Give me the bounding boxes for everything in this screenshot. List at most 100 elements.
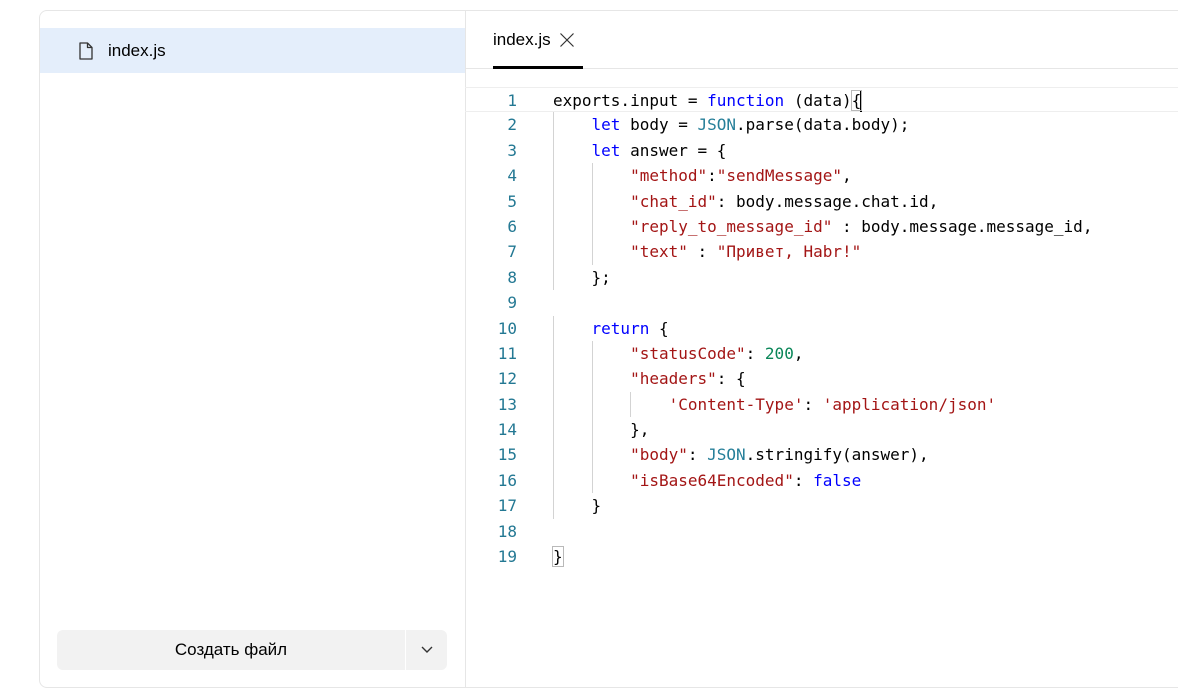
indent-guide — [553, 137, 554, 164]
code-token: "body" — [630, 445, 688, 465]
line-content: "reply_to_message_id" : body.message.mes… — [553, 214, 1092, 239]
code-line[interactable]: 17 } — [465, 493, 1178, 519]
code-token: function — [707, 91, 785, 110]
code-token: return — [591, 318, 650, 338]
code-token: }; — [553, 267, 611, 287]
line-number: 4 — [507, 166, 517, 186]
indent-guide — [553, 315, 554, 341]
code-line[interactable]: 5 "chat_id": body.message.chat.id, — [465, 188, 1178, 214]
line-number: 17 — [497, 496, 517, 516]
line-number: 9 — [507, 293, 517, 313]
code-token: } — [552, 546, 564, 568]
line-content: "text" : "Привет, Habr!" — [553, 239, 861, 264]
code-line[interactable]: 7 "text" : "Привет, Habr!" — [465, 239, 1178, 265]
code-token: answer = { — [620, 140, 727, 160]
indent-guide — [591, 417, 593, 443]
code-token: "reply_to_message_id" — [630, 216, 833, 236]
tab-index-js[interactable]: index.js — [493, 11, 575, 68]
code-token: : — [793, 470, 814, 490]
code-line[interactable]: 13 'Content-Type': 'application/json' — [465, 391, 1178, 418]
code-token: : body.message.message_id, — [832, 216, 1093, 236]
code-token: "sendMessage" — [716, 166, 842, 186]
code-token: "text" — [630, 242, 688, 262]
create-file-dropdown-button[interactable] — [406, 630, 447, 670]
indent-guide — [553, 366, 554, 392]
code-line[interactable]: 4 "method":"sendMessage", — [465, 163, 1178, 189]
code-token: let — [591, 115, 621, 135]
code-token — [553, 445, 630, 464]
line-content: "body": JSON.stringify(answer), — [553, 442, 929, 467]
code-token — [553, 369, 630, 388]
line-number: 7 — [507, 242, 517, 262]
code-line[interactable]: 8 }; — [465, 264, 1178, 291]
indent-guide — [591, 467, 593, 494]
code-token: : — [745, 343, 765, 363]
code-token: exports.input = — [553, 91, 708, 110]
line-number: 8 — [507, 267, 517, 287]
code-token: : — [803, 394, 823, 414]
code-token — [553, 344, 630, 363]
indent-guide — [553, 493, 554, 519]
code-token — [553, 471, 630, 490]
code-line[interactable]: 3 let answer = { — [465, 137, 1178, 164]
line-number: 15 — [497, 445, 517, 465]
code-token — [553, 115, 592, 134]
button-divider — [405, 630, 406, 670]
code-token: : — [687, 242, 717, 262]
indent-guide — [591, 391, 593, 418]
code-token: body = — [620, 115, 698, 135]
indent-guide — [591, 442, 593, 468]
line-number: 16 — [497, 470, 517, 490]
line-number: 12 — [497, 369, 517, 389]
line-content: }, — [553, 417, 649, 442]
code-token: 200 — [764, 343, 794, 363]
code-token: }, — [553, 420, 650, 440]
code-line[interactable]: 12 "headers": { — [465, 366, 1178, 392]
file-name: index.js — [108, 40, 166, 60]
code-line[interactable]: 2 let body = JSON.parse(data.body); — [465, 112, 1178, 138]
indent-guide — [553, 467, 554, 494]
code-line[interactable]: 14 }, — [465, 417, 1178, 443]
line-content: exports.input = function (data){ — [553, 88, 863, 113]
code-token: (data) — [784, 91, 852, 110]
line-content: } — [552, 544, 564, 569]
line-content: return { — [553, 316, 669, 341]
code-token — [553, 319, 592, 338]
code-line[interactable]: 16 "isBase64Encoded": false — [465, 467, 1178, 494]
line-content: "isBase64Encoded": false — [553, 468, 861, 493]
code-token: { — [649, 318, 669, 338]
code-line[interactable]: 6 "reply_to_message_id" : body.message.m… — [465, 213, 1178, 240]
line-content: }; — [553, 265, 611, 290]
code-line[interactable]: 11 "statusCode": 200, — [465, 340, 1178, 367]
code-line[interactable]: 15 "body": JSON.stringify(answer), — [465, 442, 1178, 468]
code-token: "headers" — [630, 369, 717, 389]
indent-guide — [553, 188, 554, 214]
line-content: "headers": { — [553, 366, 746, 391]
file-sidebar: index.js Создать файл — [40, 11, 466, 687]
code-token — [553, 217, 630, 236]
code-line[interactable]: 18 — [465, 519, 1178, 544]
code-token: , — [793, 343, 804, 363]
editor-area: index.js 1 exports.input = function (data… — [465, 11, 1178, 687]
code-token — [553, 141, 592, 160]
code-token: "statusCode" — [630, 343, 746, 363]
close-icon[interactable] — [559, 32, 575, 48]
indent-guide — [591, 163, 593, 189]
line-content: let body = JSON.parse(data.body); — [553, 112, 910, 137]
code-line[interactable]: 19} — [465, 544, 1178, 569]
indent-guide — [591, 188, 593, 214]
code-token: 'Content-Type' — [668, 394, 804, 414]
file-item-index-js[interactable]: index.js — [40, 28, 465, 73]
code-token: .stringify(answer), — [745, 445, 929, 465]
code-token — [553, 395, 669, 414]
line-number: 2 — [507, 115, 517, 135]
code-line[interactable]: 1 exports.input = function (data){ — [465, 87, 1178, 113]
line-number: 19 — [497, 547, 517, 567]
create-file-button[interactable]: Создать файл — [57, 630, 405, 670]
line-content: 'Content-Type': 'application/json' — [553, 392, 997, 417]
line-number: 1 — [507, 91, 517, 110]
code-line[interactable]: 9 — [465, 290, 1178, 315]
line-number: 14 — [497, 420, 517, 440]
code-line[interactable]: 10 return { — [465, 315, 1178, 341]
